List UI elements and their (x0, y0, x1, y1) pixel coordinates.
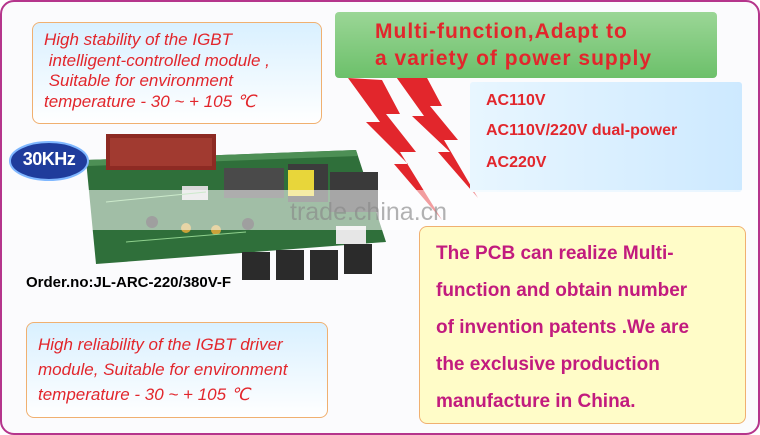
watermark: trade.china.cn (290, 198, 448, 226)
watermark-band (2, 190, 758, 230)
power-option-ac220v: AC220V (486, 154, 547, 171)
page-title: Multi-function,Adapt to a variety of pow… (375, 20, 653, 70)
description-box: The PCB can realize Multi- function and … (419, 226, 746, 424)
order-number: Order.no:JL-ARC-220/380V-F (26, 274, 232, 291)
power-option-dual: AC110V/220V dual-power (486, 122, 678, 139)
power-option-ac110v: AC110V (486, 92, 546, 109)
frequency-badge (9, 141, 89, 181)
description-text: The PCB can realize Multi- function and … (436, 243, 690, 412)
frequency-badge-label: 30KHz (22, 149, 76, 169)
title-box: Multi-function,Adapt to a variety of pow… (335, 12, 717, 78)
igbt-driver-callout-text: High reliability of the IGBT driver modu… (38, 335, 288, 404)
power-options-panel: AC110V AC110V/220V dual-power AC220V (470, 82, 742, 192)
igbt-module-callout-text: High stability of the IGBT intelligent-c… (44, 30, 270, 111)
igbt-module-callout (32, 22, 322, 124)
igbt-driver-callout (26, 322, 328, 418)
lightning-bolt-icon (348, 74, 478, 220)
